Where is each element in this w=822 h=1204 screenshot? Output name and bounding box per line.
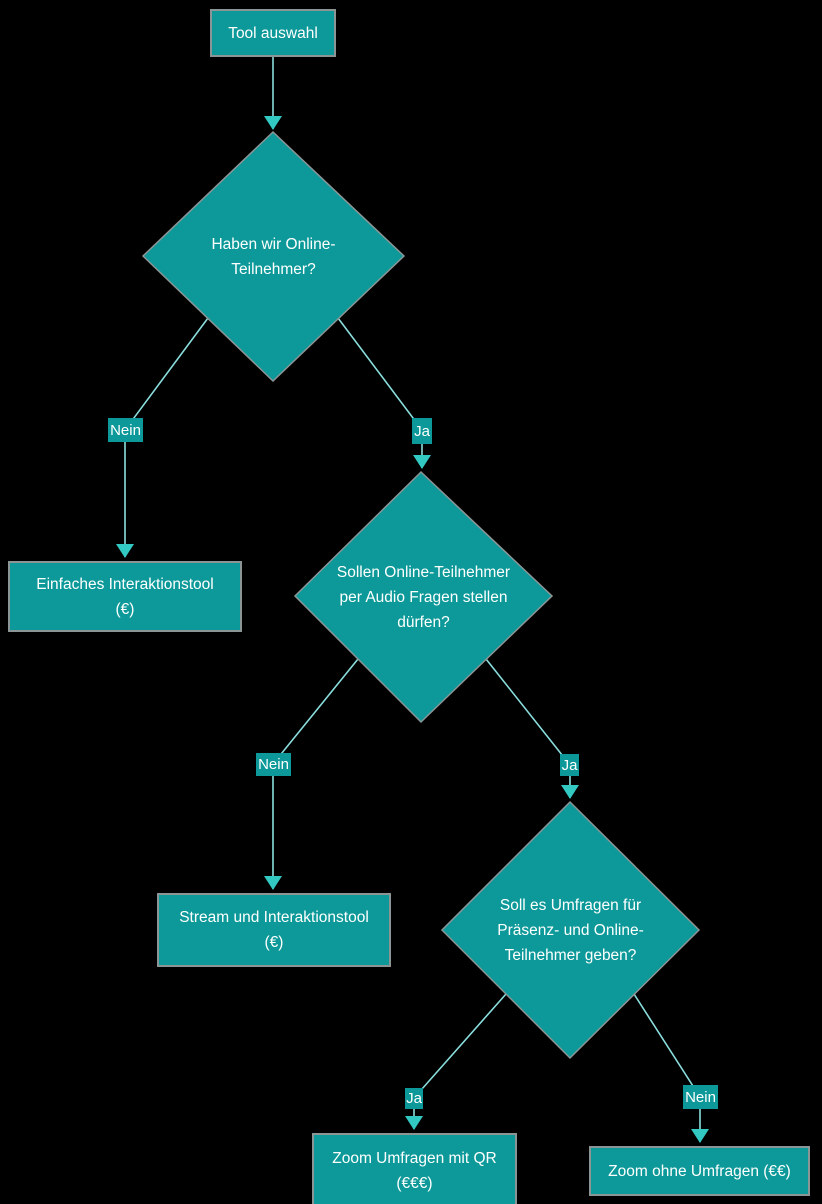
edge-q-umfragen-no bbox=[633, 993, 709, 1143]
edge-q-audio-yes bbox=[485, 658, 579, 799]
decision-umfragen bbox=[440, 800, 701, 1060]
decision-audio-fragen bbox=[293, 470, 554, 724]
node-zoom-umfragen-mit-qr: Zoom Umfragen mit QR (€€€) bbox=[312, 1133, 517, 1204]
edge-label-nein-1: Nein bbox=[108, 418, 143, 442]
node-einfaches-interaktionstool: Einfaches Interaktionstool (€) bbox=[8, 561, 242, 632]
edge-label-nein-2: Nein bbox=[256, 753, 291, 776]
edge-q-online-yes bbox=[337, 317, 431, 469]
edge-label-ja-2: Ja bbox=[560, 754, 579, 776]
decision-online-teilnehmer bbox=[141, 130, 406, 383]
edge-label-ja-1: Ja bbox=[412, 418, 432, 444]
node-zoom-ohne-umfragen: Zoom ohne Umfragen (€€) bbox=[589, 1146, 810, 1196]
node-tool-auswahl: Tool auswahl bbox=[210, 9, 336, 57]
edge-label-ja-3: Ja bbox=[405, 1088, 423, 1109]
edge-q-umfragen-yes bbox=[405, 993, 507, 1130]
edge-label-nein-3: Nein bbox=[683, 1085, 718, 1109]
node-stream-und-interaktionstool: Stream und Interaktionstool (€) bbox=[157, 893, 391, 967]
